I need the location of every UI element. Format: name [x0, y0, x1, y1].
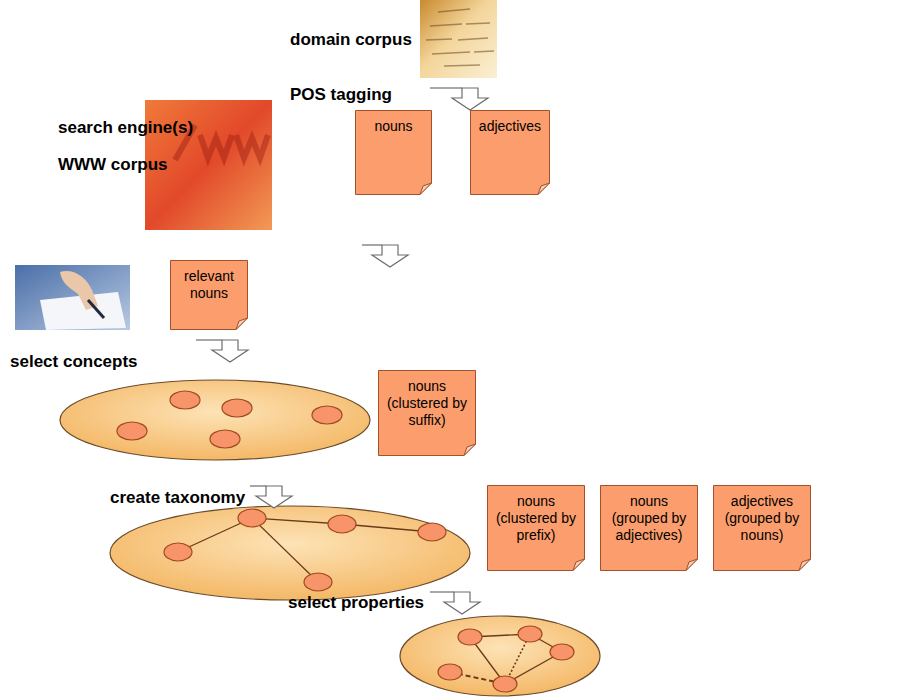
- property-dots: [438, 626, 574, 692]
- note-box: nouns (grouped by adjectives): [600, 485, 698, 571]
- note-fold: [538, 183, 550, 195]
- note-box: adjectives: [470, 110, 550, 195]
- taxonomy-dots: [164, 509, 446, 591]
- step-arrows: [196, 88, 488, 614]
- taxonomy-graph: [110, 506, 470, 600]
- set-ellipse: [60, 380, 370, 460]
- note-outline: [356, 111, 432, 195]
- note-text: adjectives (grouped by nouns): [713, 493, 811, 543]
- note-text: nouns (clustered by suffix): [378, 378, 476, 428]
- note-fold: [464, 444, 476, 456]
- note-outline: [601, 486, 698, 571]
- note-text: nouns (grouped by adjectives): [600, 493, 698, 543]
- note-box: adjectives (grouped by nouns): [713, 485, 811, 571]
- step-arrow-tail: [250, 485, 266, 486]
- step-arrow: [452, 88, 488, 110]
- note-outline: [379, 371, 476, 456]
- step-label: search engine(s): [58, 118, 193, 138]
- note-text: relevant nouns: [170, 268, 248, 302]
- pen: [88, 300, 104, 318]
- step-arrow: [444, 592, 480, 614]
- note-outline: [488, 486, 585, 571]
- note-fold: [686, 559, 698, 571]
- step-arrow-tail: [430, 591, 454, 592]
- note-box: nouns (clustered by suffix): [378, 370, 476, 456]
- photo-ground: [15, 265, 130, 330]
- person-photo: [15, 265, 130, 330]
- step-arrow-tail: [196, 339, 222, 340]
- note-outline: [714, 486, 811, 571]
- step-arrow: [256, 486, 292, 508]
- note-box: nouns (clustered by prefix): [487, 485, 585, 571]
- set-ellipse: [110, 506, 470, 600]
- note-fold: [420, 183, 432, 195]
- photo-ground: [420, 0, 497, 78]
- step-arrow: [372, 245, 408, 267]
- step-label: select concepts: [10, 352, 138, 372]
- taxonomy-links: [178, 518, 432, 582]
- note-outline: [171, 261, 248, 330]
- step-label: select properties: [288, 593, 424, 613]
- note-fold: [799, 559, 811, 571]
- note-text: nouns (clustered by prefix): [487, 493, 585, 543]
- step-arrow: [212, 340, 248, 362]
- photo-print-lines: [426, 9, 494, 66]
- dictionary-photo: [420, 0, 497, 78]
- note-fold: [573, 559, 585, 571]
- note-text: nouns: [355, 118, 432, 135]
- step-label: WWW corpus: [58, 155, 168, 175]
- step-arrow-tail: [430, 87, 462, 88]
- property-graph: [400, 616, 600, 696]
- note-box: nouns: [355, 110, 432, 195]
- set-ellipse: [400, 616, 600, 696]
- note-box: relevant nouns: [170, 260, 248, 330]
- step-label: domain corpus: [290, 30, 412, 50]
- note-fold: [236, 318, 248, 330]
- step-label: create taxonomy: [110, 488, 245, 508]
- note-text: adjectives: [470, 118, 550, 135]
- step-arrow-tail: [362, 244, 382, 245]
- concept-dots: [117, 391, 342, 448]
- note-outline: [471, 111, 550, 195]
- step-label: POS tagging: [290, 85, 392, 105]
- concept-set: [60, 380, 370, 460]
